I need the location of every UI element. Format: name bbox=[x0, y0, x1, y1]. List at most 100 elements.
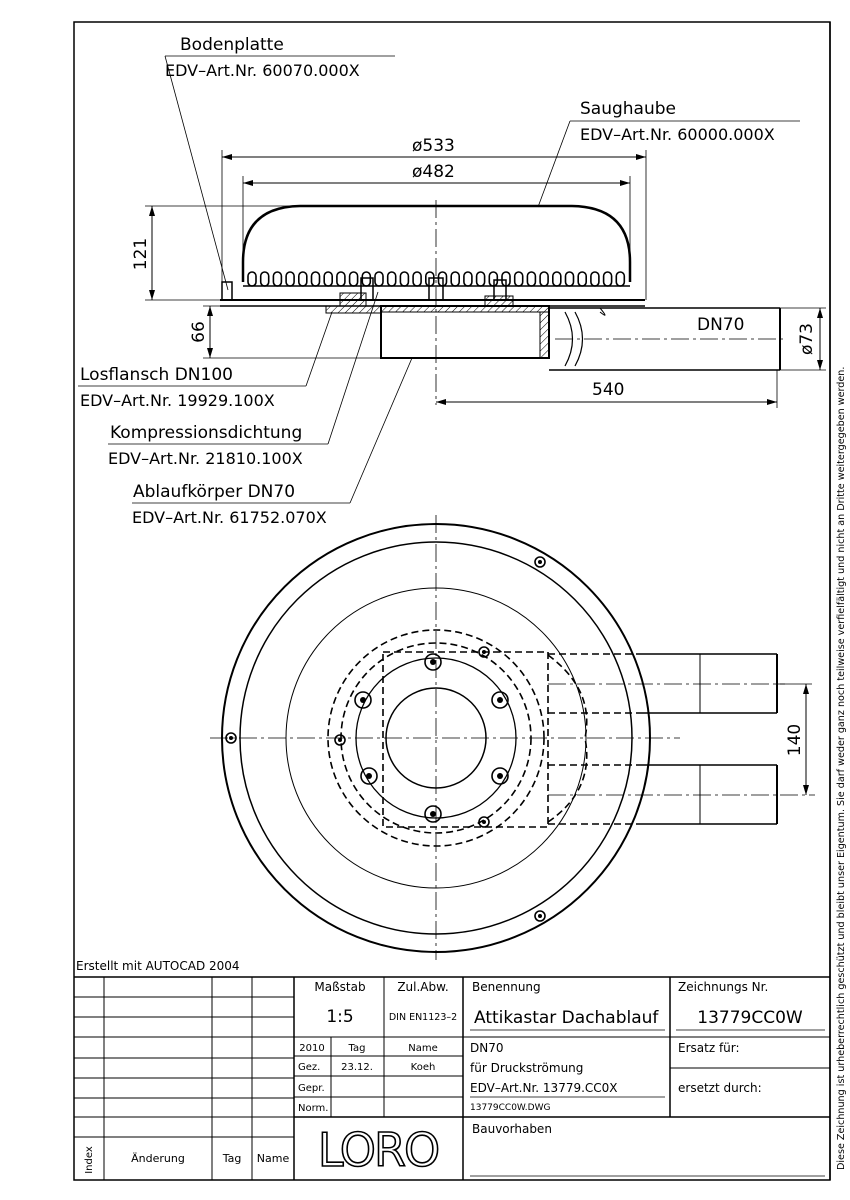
rev-tag-label: Tag bbox=[222, 1152, 242, 1165]
hood-slot bbox=[564, 271, 575, 287]
dim-dn70: DN70 bbox=[697, 315, 744, 335]
dim-140: 140 bbox=[785, 724, 805, 756]
hood-slot bbox=[577, 271, 588, 287]
bolt-center bbox=[538, 560, 542, 564]
label-kompression: Kompressionsdichtung bbox=[110, 423, 302, 443]
ersatz-label: Ersatz für: bbox=[678, 1041, 740, 1055]
desc-4: 13779CC0W.DWG bbox=[470, 1103, 550, 1113]
hood-slot bbox=[386, 271, 397, 287]
hood-slot bbox=[336, 271, 346, 287]
index-label: Index bbox=[84, 1146, 95, 1174]
bolt bbox=[424, 653, 442, 671]
dim-121: 121 bbox=[131, 238, 151, 270]
gez-tag: 23.12. bbox=[341, 1062, 373, 1073]
hood-slot bbox=[259, 271, 270, 287]
drawing-frame bbox=[73, 21, 831, 1181]
hood-slot bbox=[323, 271, 334, 287]
massstab-label: Maßstab bbox=[314, 980, 365, 994]
hood-slot bbox=[297, 271, 308, 287]
label-bodenplatte: Bodenplatte bbox=[180, 35, 284, 55]
bolt-center bbox=[482, 650, 486, 654]
hood-slot bbox=[615, 271, 626, 287]
hood-slot bbox=[551, 271, 562, 287]
bolt-center bbox=[430, 659, 436, 665]
dim-73: ø73 bbox=[797, 323, 817, 355]
hood-slot bbox=[450, 271, 461, 287]
norm-label: Norm. bbox=[298, 1103, 328, 1114]
created-note: Erstellt mit AUTOCAD 2004 bbox=[76, 959, 240, 973]
side-dimensions bbox=[145, 150, 826, 408]
gez-name: Koeh bbox=[411, 1062, 436, 1073]
dim-533: ø533 bbox=[412, 136, 455, 156]
hood-slot bbox=[272, 271, 283, 287]
bolt bbox=[354, 691, 372, 709]
title-block bbox=[74, 976, 830, 1180]
hood-slot bbox=[602, 271, 613, 287]
hood-slot bbox=[475, 271, 486, 287]
hood-slot bbox=[526, 271, 537, 287]
desc-2: für Druckströmung bbox=[470, 1061, 583, 1075]
flange-bolts bbox=[225, 556, 546, 922]
dim-482: ø482 bbox=[412, 162, 455, 182]
leader-lines bbox=[78, 55, 800, 504]
hood-slot bbox=[285, 271, 295, 287]
gepr-label: Gepr. bbox=[298, 1083, 325, 1094]
bolt-center bbox=[497, 773, 503, 779]
bolt bbox=[491, 691, 509, 709]
label-saughaube: Saughaube bbox=[580, 99, 676, 119]
desc-3: EDV–Art.Nr. 13779.CC0X bbox=[470, 1081, 618, 1095]
dim-66: 66 bbox=[189, 321, 209, 343]
benennung-label: Benennung bbox=[472, 980, 541, 994]
label-ablauf-art: EDV–Art.Nr. 61752.070X bbox=[132, 508, 327, 527]
massstab-value: 1:5 bbox=[326, 1007, 353, 1027]
year: 2010 bbox=[299, 1043, 324, 1054]
bolt-center bbox=[229, 736, 233, 740]
label-losflansch: Losflansch DN100 bbox=[80, 365, 233, 385]
bolt-center bbox=[497, 697, 503, 703]
zul-value: DIN EN1123–2 bbox=[389, 1012, 457, 1023]
label-ablauf: Ablaufkörper DN70 bbox=[133, 482, 295, 502]
bolt bbox=[534, 556, 546, 568]
hood-slot bbox=[348, 271, 359, 287]
suction-hood bbox=[241, 204, 632, 282]
drain-body bbox=[380, 305, 550, 359]
bolt bbox=[478, 646, 490, 658]
zeichnung-label: Zeichnungs Nr. bbox=[678, 980, 768, 994]
hood-slot bbox=[374, 271, 384, 287]
dim-540: 540 bbox=[592, 380, 624, 400]
label-saughaube-art: EDV–Art.Nr. 60000.000X bbox=[580, 125, 775, 144]
label-bodenplatte-art: EDV–Art.Nr. 60070.000X bbox=[165, 61, 360, 80]
hood-slot bbox=[399, 271, 410, 287]
top-view bbox=[210, 515, 815, 960]
hood-slot bbox=[590, 271, 600, 287]
bolt-center bbox=[338, 738, 342, 742]
hood-slot bbox=[539, 271, 549, 287]
side-view bbox=[220, 200, 785, 405]
zeichnung-value: 13779CC0W bbox=[697, 1008, 803, 1028]
hood-slot bbox=[513, 271, 524, 287]
loro-logo: LORO bbox=[318, 1123, 438, 1177]
label-losflansch-art: EDV–Art.Nr. 19929.100X bbox=[80, 391, 275, 410]
hood-slot bbox=[310, 271, 321, 287]
zul-label: Zul.Abw. bbox=[397, 980, 448, 994]
bolt bbox=[334, 734, 346, 746]
hood-slot bbox=[463, 271, 473, 287]
rev-name-label: Name bbox=[257, 1152, 290, 1165]
bolt-center bbox=[366, 773, 372, 779]
bolt-center bbox=[538, 914, 542, 918]
hood-slot bbox=[424, 271, 435, 287]
tag-label: Tag bbox=[348, 1043, 366, 1054]
bolt bbox=[491, 767, 509, 785]
hood-slot bbox=[247, 271, 257, 287]
bolt-center bbox=[360, 697, 366, 703]
bolt-center bbox=[482, 820, 486, 824]
bolt bbox=[478, 816, 490, 828]
copyright-note: Diese Zeichnung ist urheberrechtlich ges… bbox=[836, 367, 847, 1170]
label-kompression-art: EDV–Art.Nr. 21810.100X bbox=[108, 449, 303, 468]
bauvorhaben-label: Bauvorhaben bbox=[472, 1122, 552, 1136]
hood-slot bbox=[361, 271, 372, 287]
name-label: Name bbox=[408, 1043, 438, 1054]
ersetzt-label: ersetzt durch: bbox=[678, 1081, 762, 1095]
desc-1: DN70 bbox=[470, 1041, 504, 1055]
